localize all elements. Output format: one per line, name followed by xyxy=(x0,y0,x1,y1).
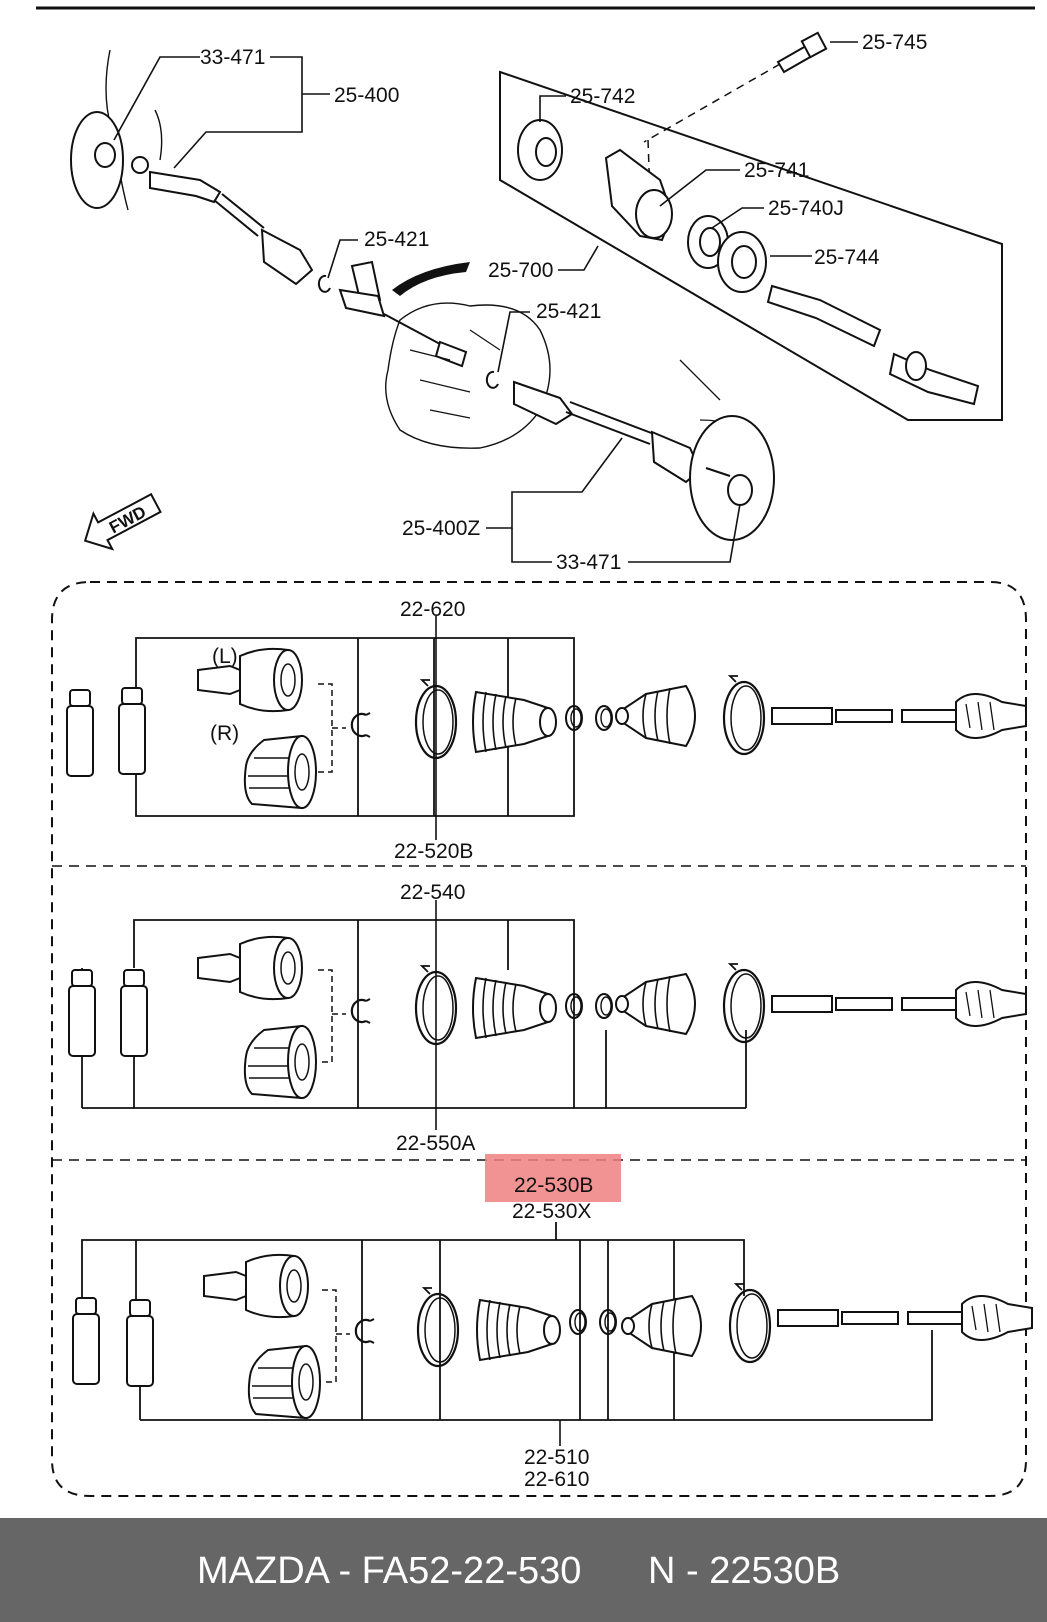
label-25-421-a: 25-421 xyxy=(364,228,429,251)
label-25-421-b: 25-421 xyxy=(536,300,601,323)
label-22-540: 22-540 xyxy=(400,881,465,904)
label-25-744: 25-744 xyxy=(814,246,880,269)
label-25-742: 25-742 xyxy=(570,85,635,108)
kit-row-2: 22-540 22-550A xyxy=(68,881,1027,1155)
label-22-530x: 22-530X xyxy=(512,1200,591,1223)
kit-row-3: 22-530B 22-530X 22-510 22-610 xyxy=(72,1154,1033,1491)
label-25-700: 25-700 xyxy=(488,259,553,282)
label-r: (R) xyxy=(210,722,239,745)
top-assembly: FWD 33-471 25-400 25-745 25-742 25-741 2… xyxy=(70,31,1003,574)
label-25-745: 25-745 xyxy=(862,31,927,54)
label-22-620: 22-620 xyxy=(400,598,465,621)
label-22-530b: 22-530B xyxy=(514,1174,593,1197)
caption-part-number: MAZDA - FA52-22-530 xyxy=(197,1550,582,1592)
label-25-740j: 25-740J xyxy=(768,197,844,220)
label-25-741: 25-741 xyxy=(744,159,809,182)
kit-row-1: (L) (R) 22-620 22-520B xyxy=(66,598,1027,863)
label-22-550a: 22-550A xyxy=(396,1132,475,1155)
label-22-510: 22-510 xyxy=(524,1446,589,1469)
caption-bar: MAZDA - FA52-22-530 N - 22530B xyxy=(0,1518,1047,1622)
label-l: (L) xyxy=(212,645,238,668)
label-25-400z: 25-400Z xyxy=(402,517,480,540)
label-22-520b: 22-520B xyxy=(394,840,473,863)
kits-dashed-frame xyxy=(51,581,1027,1497)
parts-diagram: FWD 33-471 25-400 25-745 25-742 25-741 2… xyxy=(36,6,1035,1497)
label-25-400: 25-400 xyxy=(334,84,399,107)
label-33-471-bottom: 33-471 xyxy=(556,551,621,574)
caption-code: N - 22530B xyxy=(648,1550,841,1592)
highlight-22-530b xyxy=(485,1154,621,1202)
label-22-610: 22-610 xyxy=(524,1468,589,1491)
label-33-471-top: 33-471 xyxy=(200,46,265,69)
